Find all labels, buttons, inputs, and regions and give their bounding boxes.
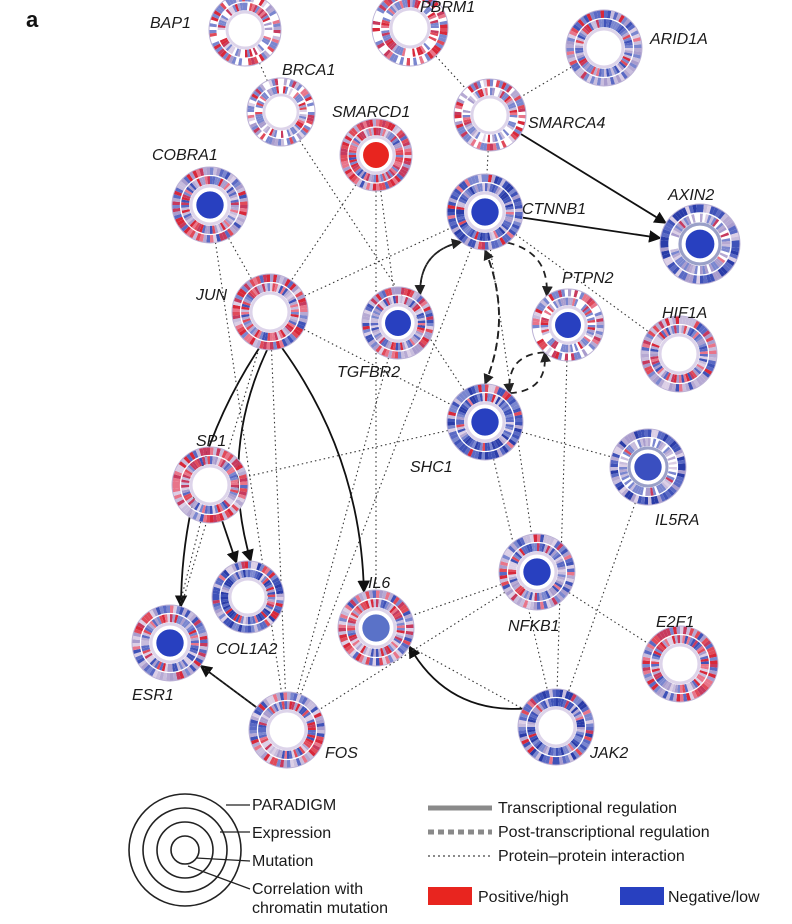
node-bap1	[208, 0, 282, 67]
node-label-pbrm1: PBRM1	[420, 0, 475, 16]
edge-cobra1-jun	[228, 237, 252, 280]
node-nfkb1	[498, 533, 576, 611]
node-layer	[131, 0, 741, 769]
edge-shc1-il5ra	[521, 431, 612, 458]
node-label-ptpn2: PTPN2	[562, 270, 614, 287]
node-label-sp1: SP1	[196, 433, 226, 450]
node-label-smarca4: SMARCA4	[528, 115, 605, 132]
node-col1a2	[211, 560, 285, 634]
node-label-brca1: BRCA1	[282, 62, 335, 79]
node-jak2	[517, 688, 595, 766]
node-cobra1	[171, 166, 249, 244]
legend-swatch-positive	[428, 887, 472, 905]
edge-pbrm1-smarca4	[435, 55, 467, 89]
edge-tgfbr2-ctnnb1	[419, 238, 463, 295]
node-label-il5ra: IL5RA	[655, 512, 699, 529]
edge-smarcd1-jun	[290, 184, 357, 281]
node-shc1	[446, 383, 524, 461]
node-e2f1	[641, 625, 719, 703]
edge-ctnnb1-axin2	[522, 216, 662, 243]
node-ptpn2	[531, 288, 605, 362]
node-label-tgfbr2: TGFBR2	[337, 364, 400, 381]
legend: PARADIGM Expression Mutation Correlation…	[128, 793, 760, 917]
node-smarcd1	[339, 118, 413, 192]
edge-ctnnb1-shc1	[483, 249, 500, 385]
node-axin2	[659, 203, 741, 285]
legend-label-positive: Positive/high	[478, 889, 569, 906]
edge-shc1-sp1	[246, 429, 449, 478]
edge-ctnnb1-fos	[300, 247, 472, 695]
legend-ring-correlation: Correlation with chromatin mutation	[252, 881, 388, 917]
node-label-ctnnb1: CTNNB1	[522, 201, 586, 218]
node-pbrm1	[371, 0, 449, 67]
node-label-jak2: JAK2	[589, 745, 628, 762]
node-label-jun: JUN	[195, 287, 228, 304]
node-arid1a	[565, 9, 643, 87]
legend-ring-diagram	[128, 793, 251, 907]
edge-ptpn2-jak2	[556, 360, 568, 690]
node-il5ra	[609, 428, 687, 506]
node-hif1a	[640, 315, 718, 393]
legend-swatch-negative	[620, 887, 664, 905]
edge-smarca4-ctnnb1	[486, 150, 489, 175]
node-label-cobra1: COBRA1	[152, 147, 218, 164]
edge-arid1a-smarca4	[520, 66, 572, 98]
edge-ctnnb1-hif1a	[515, 234, 649, 332]
edge-brca1-shc1	[299, 140, 465, 391]
edge-jun-il6	[281, 347, 370, 594]
edge-il5ra-jak2	[568, 502, 636, 692]
edge-shc1-ctnnb1	[483, 249, 500, 385]
node-jun	[231, 273, 309, 351]
node-label-fos: FOS	[325, 745, 358, 762]
node-label-arid1a: ARID1A	[649, 31, 708, 48]
node-label-il6: IL6	[368, 575, 390, 592]
edge-shc1-ptpn2	[509, 351, 551, 395]
node-label-bap1: BAP1	[150, 15, 191, 32]
node-label-hif1a: HIF1A	[662, 305, 707, 322]
node-label-esr1: ESR1	[132, 687, 174, 704]
node-label-smarcd1: SMARCD1	[332, 104, 410, 121]
edge-smarcd1-tgfbr2	[380, 190, 394, 288]
edge-layer	[174, 55, 667, 711]
edge-ctnnb1-nfkb1	[489, 249, 533, 535]
node-il6	[337, 589, 415, 667]
node-label-axin2: AXIN2	[667, 187, 714, 204]
edge-sp1-col1a2	[221, 520, 239, 565]
node-smarca4	[453, 78, 527, 152]
node-sp1	[171, 446, 249, 524]
node-label-col1a2: COL1A2	[216, 641, 277, 658]
edge-nfkb1-fos	[318, 591, 506, 711]
edge-jun-col1a2	[237, 349, 268, 563]
edge-smarca4-axin2	[520, 133, 667, 224]
legend-ring-mutation: Mutation	[252, 853, 313, 870]
legend-label-transcriptional: Transcriptional regulation	[498, 800, 677, 817]
node-ctnnb1	[446, 173, 524, 251]
node-fos	[248, 691, 326, 769]
edge-jun-shc1	[303, 328, 452, 406]
legend-label-ppi: Protein–protein interaction	[498, 848, 685, 865]
legend-label-post: Post-transcriptional regulation	[498, 824, 710, 841]
node-tgfbr2	[361, 286, 435, 360]
edge-nfkb1-e2f1	[568, 592, 649, 644]
edge-bap1-brca1	[258, 62, 268, 82]
node-label-shc1: SHC1	[410, 459, 453, 476]
legend-label-negative: Negative/low	[668, 889, 760, 906]
edge-ptpn2-shc1	[503, 351, 545, 395]
node-label-e2f1: E2F1	[656, 614, 694, 631]
legend-ring-paradigm: PARADIGM	[252, 797, 336, 814]
node-esr1	[131, 604, 209, 682]
edge-jun-fos	[270, 349, 287, 693]
node-brca1	[246, 77, 316, 147]
panel-label: a	[26, 7, 39, 32]
edge-ctnnb1-ptpn2	[507, 241, 553, 298]
node-label-nfkb1: NFKB1	[508, 618, 560, 635]
legend-ring-expression: Expression	[252, 825, 331, 842]
edge-nfkb1-il6	[411, 583, 502, 617]
edge-sp1-esr1	[178, 521, 202, 607]
edge-fos-esr1	[199, 664, 258, 709]
edge-jak2-il6	[408, 645, 523, 710]
